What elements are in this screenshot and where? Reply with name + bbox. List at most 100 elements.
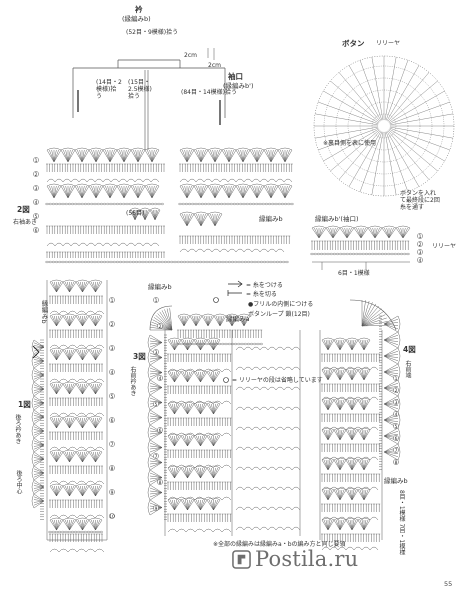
chain-stitch <box>182 342 186 346</box>
chain-stitch <box>242 202 246 206</box>
round-number-marker <box>417 249 423 255</box>
chain-stitch <box>234 342 238 346</box>
chain-stitch <box>64 530 68 534</box>
chain-stitch <box>236 202 240 206</box>
chain-stitch <box>178 202 182 206</box>
round-number-marker <box>157 323 163 329</box>
chain-stitch <box>220 202 224 206</box>
chain-stitch <box>396 252 400 256</box>
chain-stitch <box>144 260 148 264</box>
chain-stitch <box>51 530 55 534</box>
shell-fan-row <box>49 381 103 395</box>
shell-fan-row <box>46 183 160 199</box>
round-number-marker <box>393 387 399 393</box>
chain-stitch <box>211 260 215 264</box>
button-lily-label: リリーヤ <box>376 40 401 47</box>
chain-stitch <box>316 252 320 256</box>
round-number-marker <box>33 171 39 177</box>
chain-stitch <box>195 260 199 264</box>
round-number-marker <box>33 213 39 219</box>
chain-stitch <box>256 260 260 264</box>
round-number-marker <box>417 257 423 263</box>
round-number-label: 5 <box>111 394 114 400</box>
button-round-chart <box>313 55 455 197</box>
double-crochet-row <box>167 449 232 458</box>
cuff-band <box>77 90 221 125</box>
chain-arch-row <box>235 386 301 391</box>
watermark: Postila.ru <box>232 547 358 571</box>
fig1-edging-b-label: 縁編みb <box>40 300 48 324</box>
chain-stitch <box>250 342 254 346</box>
center-lines <box>144 70 149 150</box>
chain-arch-row <box>235 366 301 371</box>
chain-stitch <box>45 202 49 206</box>
chain-stitch <box>268 202 272 206</box>
chain-arch-row <box>235 426 301 431</box>
double-crochet-row <box>321 353 381 362</box>
chain-stitch <box>179 342 183 346</box>
chain-stitch <box>106 202 110 206</box>
chain-stitch <box>390 252 394 256</box>
round-number-label: 3 <box>35 186 38 192</box>
round-number-label: 3 <box>111 346 114 352</box>
double-crochet-row <box>321 503 381 512</box>
chain-stitch <box>160 260 164 264</box>
chain-stitch <box>83 202 87 206</box>
chain-stitch <box>358 252 362 256</box>
double-crochet-row <box>167 417 232 426</box>
chain-stitch <box>189 260 193 264</box>
chain-stitch <box>361 252 365 256</box>
round-number-label: 6 <box>111 418 114 424</box>
shell-fan-row <box>321 487 371 501</box>
round-number-marker <box>109 369 115 375</box>
chain-stitch <box>115 260 119 264</box>
round-number-label: 4 <box>159 376 162 382</box>
chain-arch-row <box>49 514 105 519</box>
chain-stitch <box>200 202 204 206</box>
double-crochet-row <box>167 353 232 362</box>
double-crochet-column <box>40 339 44 520</box>
shell-fan-row <box>321 457 371 471</box>
cuff-pick-count: 6目・1模様 <box>338 270 370 277</box>
round-number-label: 7 <box>155 454 158 460</box>
chain-stitch <box>282 260 286 264</box>
chain-stitch <box>154 260 158 264</box>
round-number-marker <box>393 447 399 453</box>
chain-stitch <box>243 260 247 264</box>
round-number-label: 4 <box>419 258 422 264</box>
fig4-title: 4図 <box>403 345 416 354</box>
chain-stitch <box>393 252 397 256</box>
chain-stitch <box>176 342 180 346</box>
chain-stitch <box>157 202 161 206</box>
round-number-marker <box>417 241 423 247</box>
shell-fan-row <box>49 347 103 361</box>
chain-stitch <box>400 252 404 256</box>
chain-stitch <box>371 252 375 256</box>
double-crochet-row <box>179 235 291 244</box>
chain-stitch <box>215 260 219 264</box>
chain-stitch <box>147 260 151 264</box>
chain-stitch <box>61 530 65 534</box>
round-number-marker <box>33 227 39 233</box>
chain-stitch <box>61 202 65 206</box>
fig1-subtitle: 後ろ衿あき <box>14 414 21 444</box>
double-crochet-column <box>164 334 167 520</box>
round-number-label: 6 <box>35 228 38 234</box>
chain-arch-row <box>235 526 301 531</box>
double-crochet-row <box>167 385 232 394</box>
chain-stitch <box>170 260 174 264</box>
chain-stitch <box>208 342 212 346</box>
shell-fan-row <box>129 207 161 221</box>
chain-arch-row <box>179 248 285 253</box>
watermark-text: Postila.ru <box>255 547 359 571</box>
chain-stitch <box>188 202 192 206</box>
chain-stitch <box>247 260 251 264</box>
round-number-marker <box>393 435 399 441</box>
page-number: 55 <box>444 580 453 588</box>
chain-stitch <box>93 530 97 534</box>
chain-stitch <box>310 252 314 256</box>
chain-stitch <box>163 260 167 264</box>
double-crochet-row <box>321 533 381 542</box>
legend-loop: ボタンループ 鎖(12目) <box>248 311 310 318</box>
